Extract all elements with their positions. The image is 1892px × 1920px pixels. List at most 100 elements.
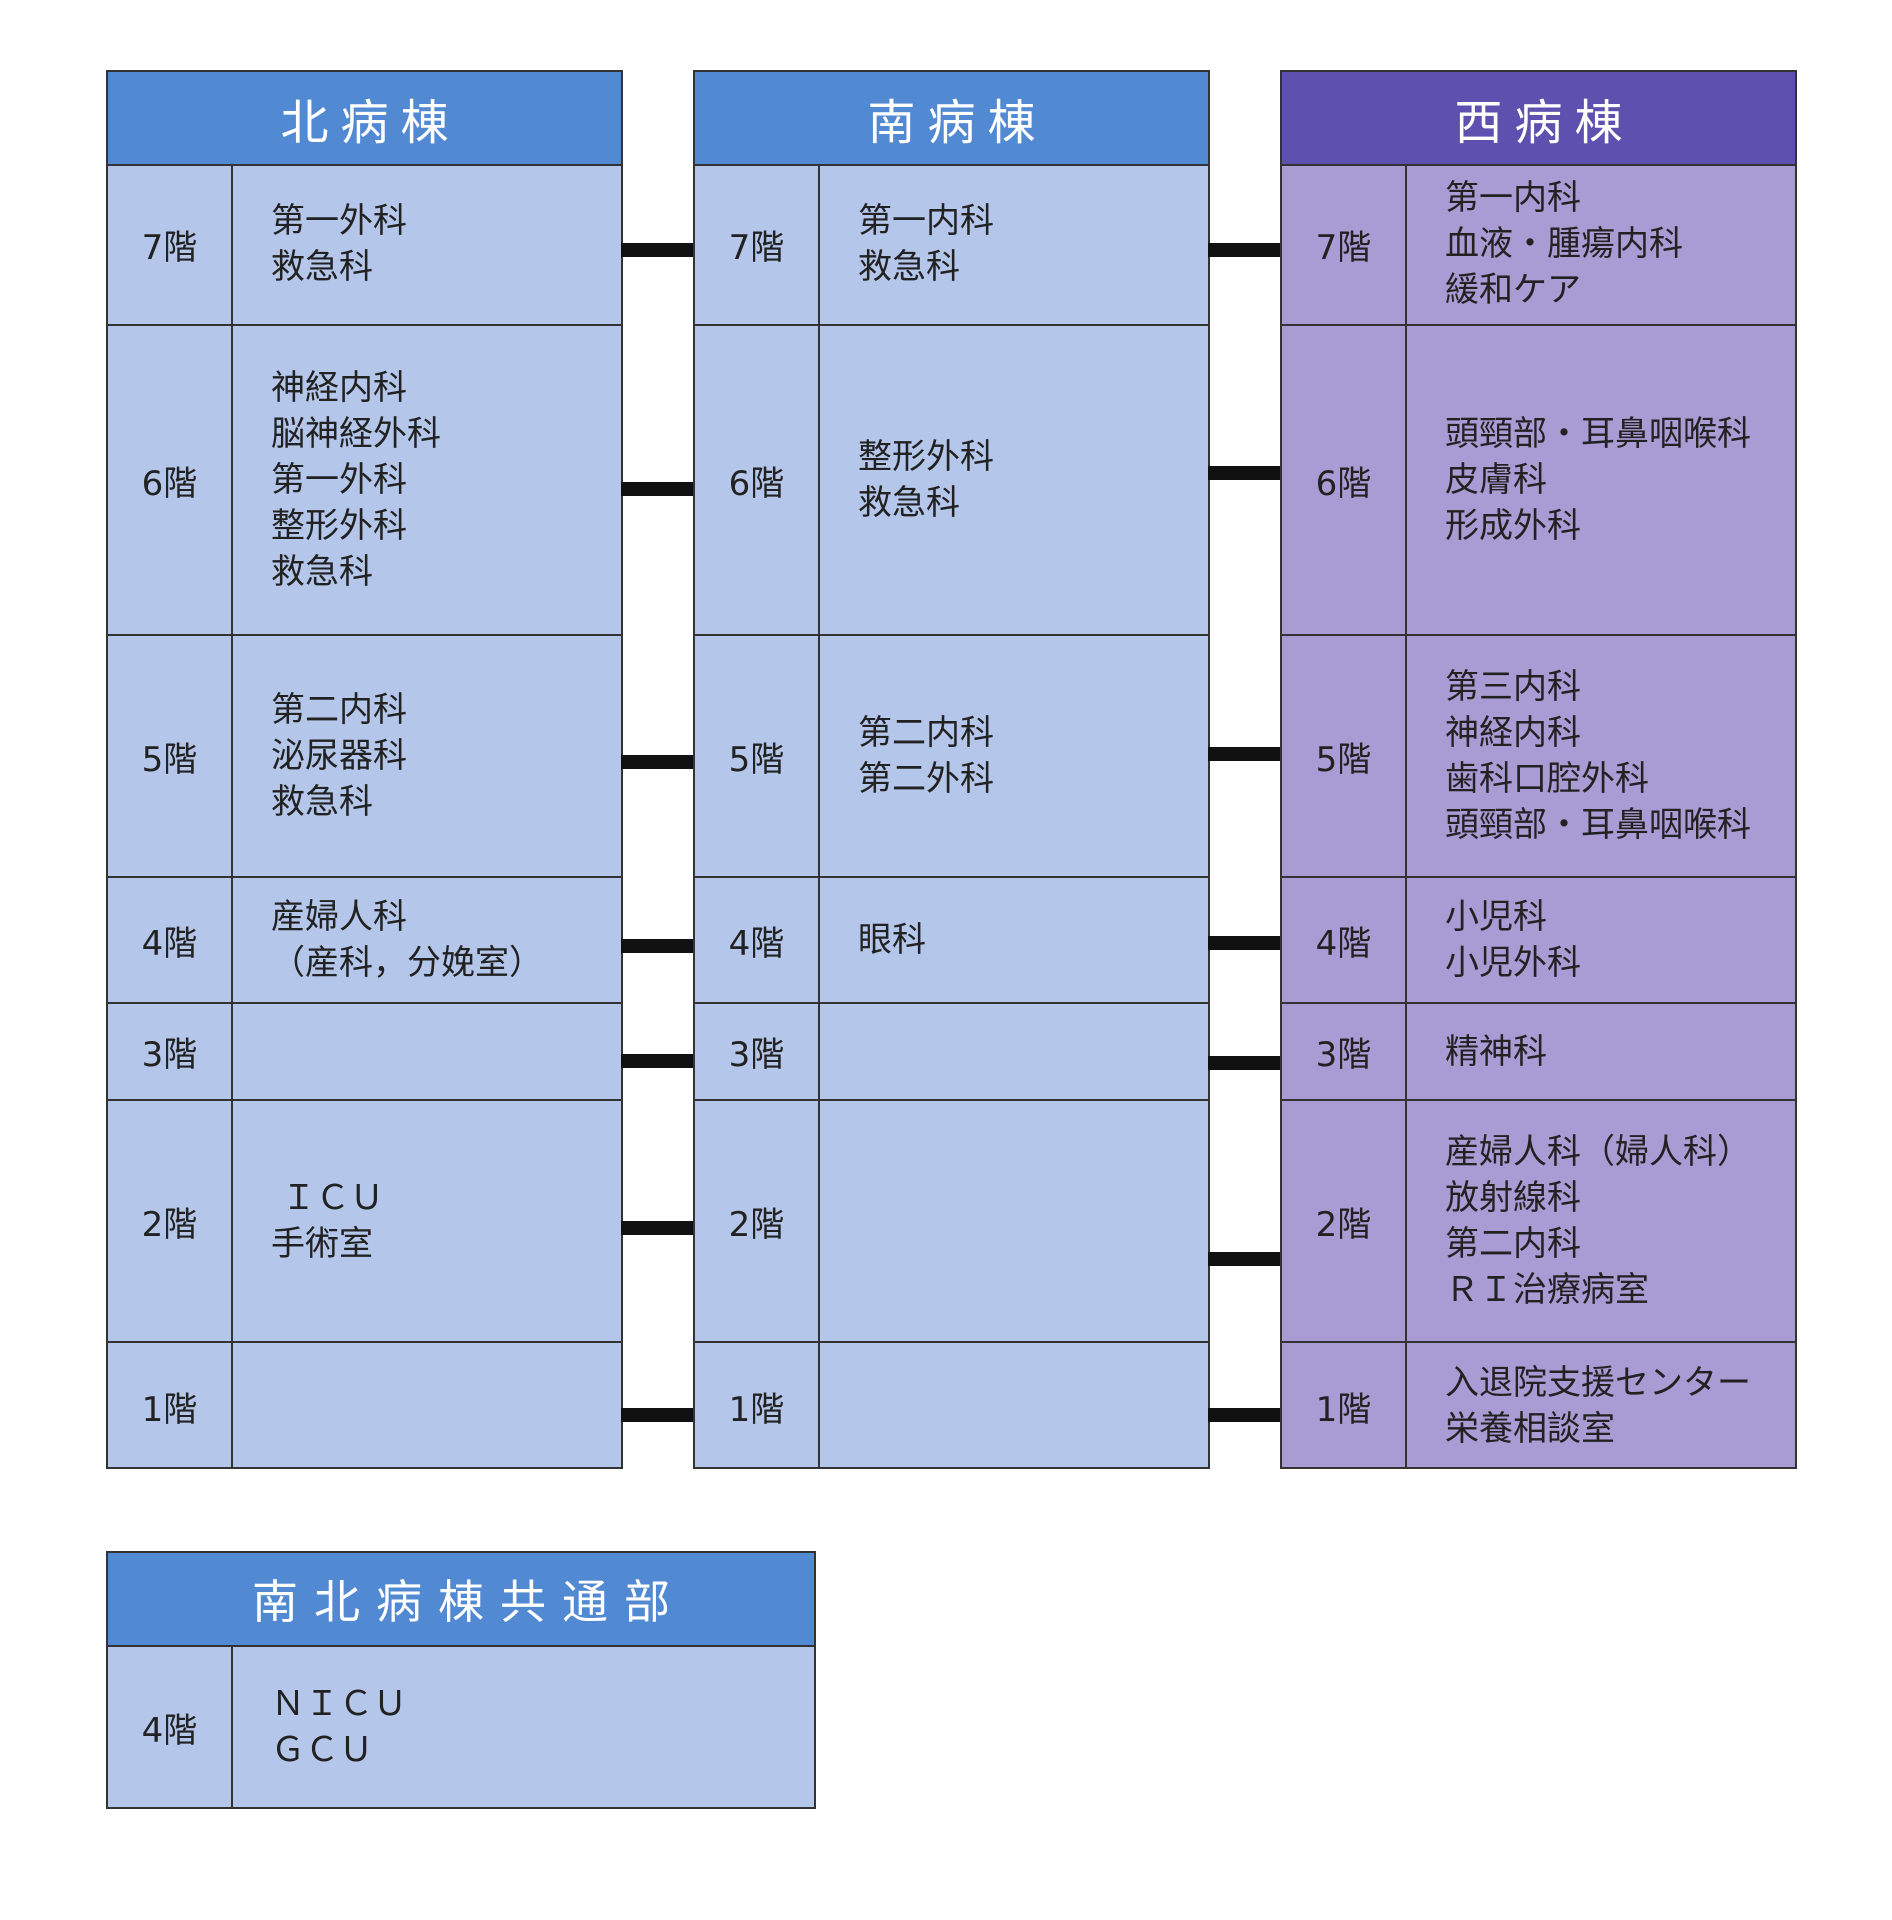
department-name: 第三内科 [1445,667,1581,707]
department-name: 入退院支援センター [1445,1363,1751,1403]
floor-row: 1階入退院支援センター栄養相談室 [1282,1343,1795,1469]
floor-label: 6階 [1282,326,1407,634]
department-name: 産婦人科（婦人科） [1445,1132,1751,1172]
department-name: 救急科 [271,782,373,822]
north-south-corridor [621,939,693,953]
department-name: 血液・腫瘍内科 [1445,224,1683,264]
department-name: 第二内科 [1445,1224,1581,1264]
department-list: 神経内科脳神経外科第一外科整形外科救急科 [271,326,621,634]
common-area-title: 南北病棟共通部 [108,1553,814,1647]
floor-label: 7階 [108,164,233,324]
floor-label: 2階 [695,1101,820,1341]
south-west-corridor [1208,1056,1280,1070]
floor-label: 5階 [695,636,820,876]
department-list [858,1004,1208,1099]
floor-row: 6階神経内科脳神経外科第一外科整形外科救急科 [108,326,621,636]
floor-row: 6階整形外科救急科 [695,326,1208,636]
floor-label: 3階 [1282,1004,1407,1099]
department-name: 第二外科 [858,759,994,799]
department-list: 第二内科泌尿器科救急科 [271,636,621,876]
department-list: ＩＣＵ 手術室 [271,1101,621,1341]
south-west-corridor [1208,1408,1280,1422]
south-west-corridor [1208,936,1280,950]
department-name: 小児科 [1445,897,1547,937]
north-ward-title: 北病棟 [108,72,621,166]
floor-label: 1階 [1282,1343,1407,1469]
floor-row: 7階第一外科救急科 [108,164,621,326]
department-name: 救急科 [858,247,960,287]
floor-label: 6階 [695,326,820,634]
department-name: 整形外科 [271,506,407,546]
floor-row: 7階第一内科救急科 [695,164,1208,326]
department-name: 頭頸部・耳鼻咽喉科 [1445,414,1751,454]
floor-row: 1階 [108,1343,621,1469]
department-list: ＮＩＣＵ ＧＣＵ [271,1645,814,1809]
floor-row: 6階頭頸部・耳鼻咽喉科皮膚科形成外科 [1282,326,1795,636]
department-name: ＧＣＵ [271,1730,373,1770]
north-south-corridor [621,482,693,496]
department-list: 第二内科第二外科 [858,636,1208,876]
department-name: 救急科 [271,247,373,287]
department-name: 第一内科 [858,201,994,241]
department-list: 産婦人科（産科，分娩室） [271,878,621,1002]
floor-label: 3階 [695,1004,820,1099]
department-list [271,1343,621,1469]
department-name: 栄養相談室 [1445,1409,1615,1449]
south-west-corridor [1208,747,1280,761]
department-name: 歯科口腔外科 [1445,759,1649,799]
department-name: 整形外科 [858,437,994,477]
floor-label: 2階 [1282,1101,1407,1341]
department-name: 頭頸部・耳鼻咽喉科 [1445,805,1751,845]
floor-label: 4階 [695,878,820,1002]
department-list: 眼科 [858,878,1208,1002]
department-name: 第一外科 [271,460,407,500]
department-name: 神経内科 [1445,713,1581,753]
floor-row: 7階第一内科血液・腫瘍内科緩和ケア [1282,164,1795,326]
department-name: （産科，分娩室） [271,943,543,983]
floor-label: 5階 [108,636,233,876]
department-list: 第一内科救急科 [858,164,1208,324]
department-name: 第二内科 [858,713,994,753]
floor-label: 5階 [1282,636,1407,876]
department-name: 救急科 [858,483,960,523]
department-name: 第一内科 [1445,178,1581,218]
north-south-corridor [621,1221,693,1235]
north-south-corridor [621,755,693,769]
floor-label: 6階 [108,326,233,634]
department-list [858,1343,1208,1469]
department-list: 頭頸部・耳鼻咽喉科皮膚科形成外科 [1445,326,1795,634]
north-south-corridor [621,243,693,257]
department-list: 第一外科救急科 [271,164,621,324]
department-list: 整形外科救急科 [858,326,1208,634]
department-list: 小児科小児外科 [1445,878,1795,1002]
department-name: 第二内科 [271,690,407,730]
department-name: 形成外科 [1445,506,1581,546]
floor-row: 3階 [108,1004,621,1101]
department-name: 泌尿器科 [271,736,407,776]
department-list: 入退院支援センター栄養相談室 [1445,1343,1795,1469]
department-list [858,1101,1208,1341]
department-name: 脳神経外科 [271,414,441,454]
department-name: 手術室 [271,1224,373,1264]
department-name: 眼科 [858,920,926,960]
floor-row: 1階 [695,1343,1208,1469]
department-name: 神経内科 [271,368,407,408]
floor-label: 4階 [1282,878,1407,1002]
floor-row: 5階第三内科神経内科歯科口腔外科頭頸部・耳鼻咽喉科 [1282,636,1795,878]
department-list: 第三内科神経内科歯科口腔外科頭頸部・耳鼻咽喉科 [1445,636,1795,876]
department-list: 第一内科血液・腫瘍内科緩和ケア [1445,164,1795,324]
department-name: ＮＩＣＵ [271,1684,407,1724]
floor-label: 4階 [108,878,233,1002]
department-name: ＲＩ治療病室 [1445,1270,1649,1310]
west-ward-title: 西病棟 [1282,72,1795,166]
south-ward-title: 南病棟 [695,72,1208,166]
north-south-corridor [621,1408,693,1422]
floor-label: 3階 [108,1004,233,1099]
department-name: ＩＣＵ [271,1178,384,1218]
